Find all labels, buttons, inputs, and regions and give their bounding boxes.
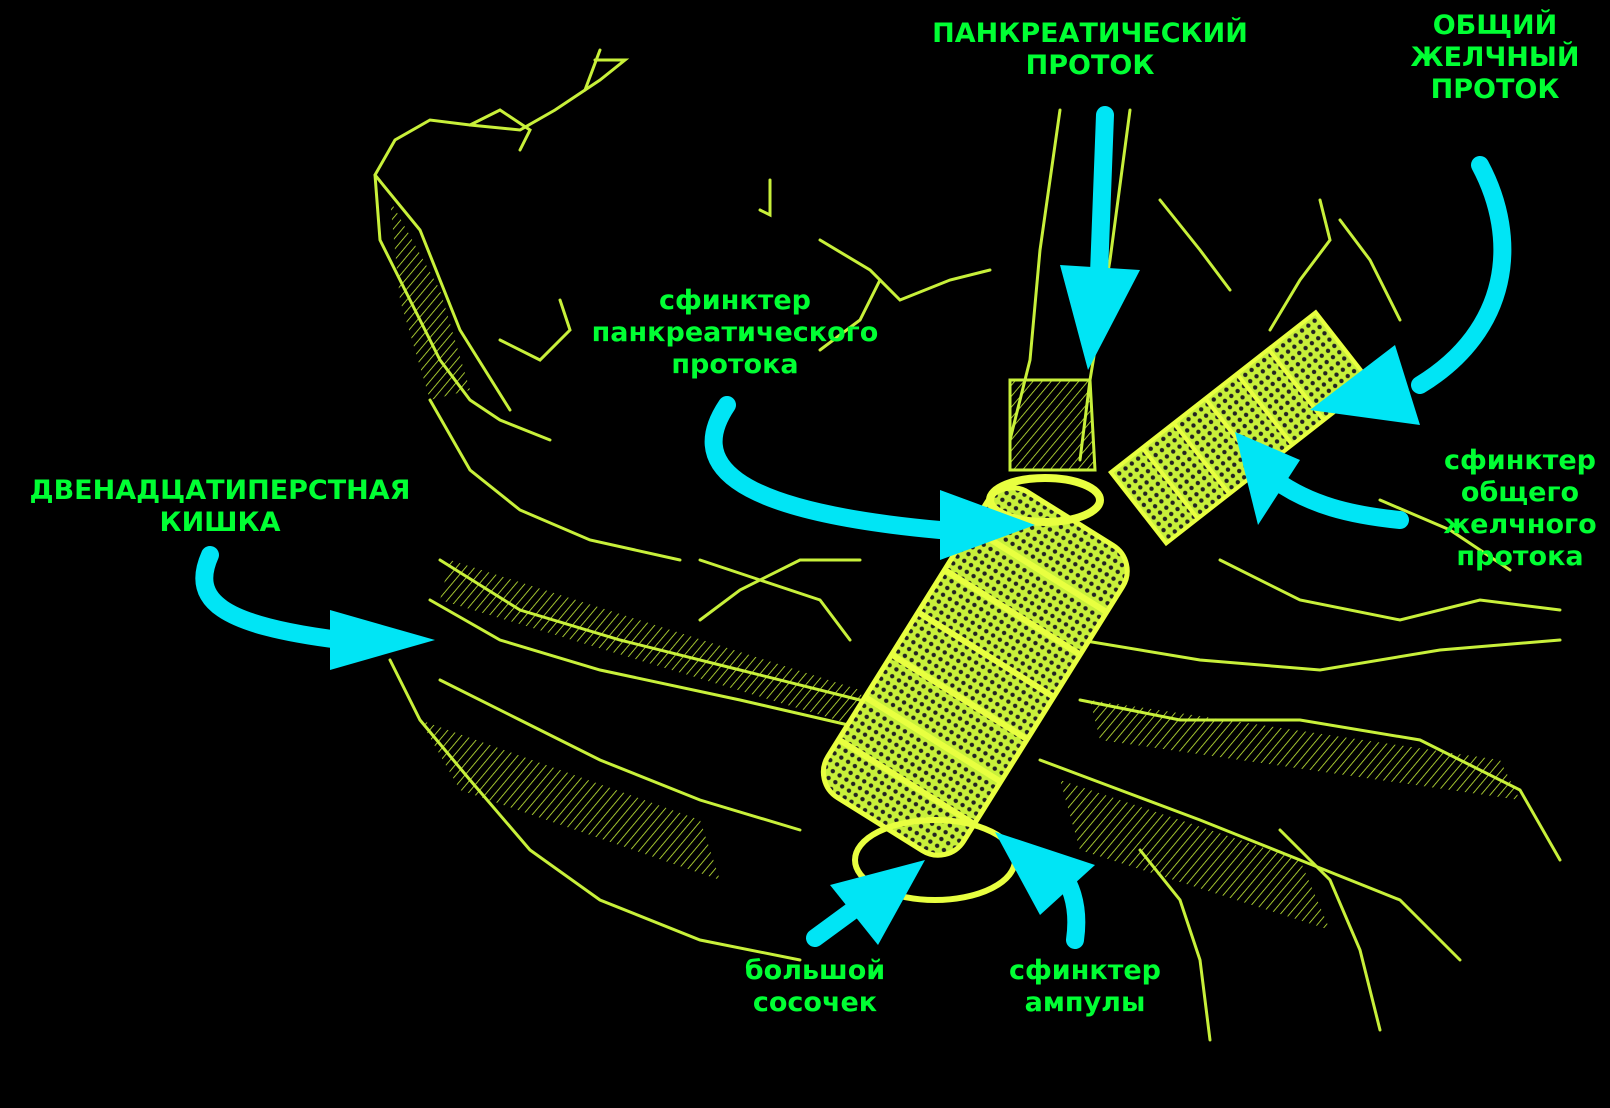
- curved-arrow-icon: [714, 405, 1035, 560]
- muscle-hatching: [1090, 700, 1520, 800]
- straight-arrow-icon: [1060, 115, 1140, 370]
- curved-arrow-icon: [1235, 432, 1400, 525]
- muscle-hatching: [440, 560, 870, 730]
- label-common-bile-duct: ОБЩИЙ ЖЕЛЧНЫЙ ПРОТОК: [1385, 10, 1605, 106]
- curved-arrow-icon: [204, 555, 435, 670]
- label-duodenum: ДВЕНАДЦАТИПЕРСТНАЯ КИШКА: [10, 475, 430, 539]
- label-ampulla-sphincter: сфинктер ампулы: [980, 955, 1190, 1019]
- muscle-hatching: [390, 200, 470, 400]
- label-pancreatic-sphincter: сфинктер панкреатического протока: [575, 285, 895, 381]
- label-pancreatic-duct: ПАНКРЕАТИЧЕСКИЙ ПРОТОК: [920, 18, 1260, 82]
- straight-arrow-icon: [815, 860, 925, 945]
- pancreatic-duct-drawing: [1010, 380, 1095, 470]
- label-major-papilla: большой сосочек: [720, 955, 910, 1019]
- label-bile-sphincter: сфинктер общего желчного протока: [1430, 445, 1610, 572]
